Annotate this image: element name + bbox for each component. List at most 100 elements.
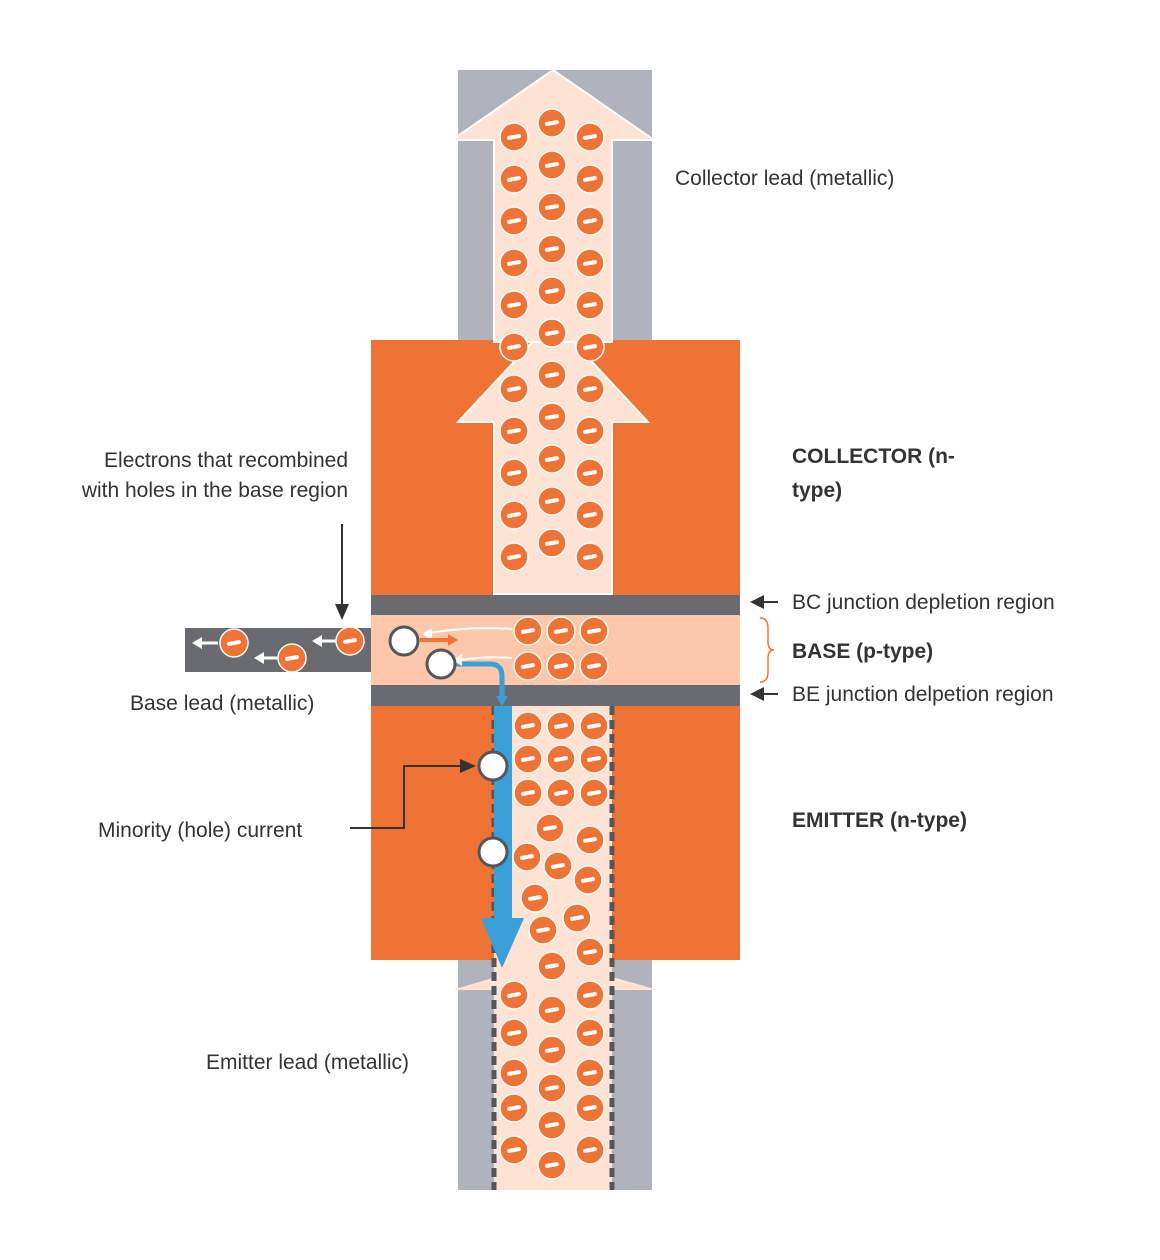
hole-circle-icon (477, 836, 509, 868)
minus-sign-icon (583, 260, 597, 266)
minus-sign-icon (570, 915, 584, 921)
minus-sign-icon (507, 386, 521, 392)
base-label: BASE (p-type) (792, 640, 933, 663)
bc-junction-label: BC junction depletion region (792, 591, 1055, 614)
minus-sign-icon (545, 1085, 559, 1091)
hole-circle-icon (477, 750, 509, 782)
collector-label-line2: type) (792, 479, 842, 502)
minus-sign-icon (507, 512, 521, 518)
minus-sign-icon (583, 134, 597, 140)
minus-sign-icon (521, 628, 535, 634)
minus-sign-icon (545, 414, 559, 420)
minus-sign-icon (507, 554, 521, 560)
base-recombination-arrows (420, 627, 513, 666)
minus-sign-icon (583, 992, 597, 998)
minus-sign-icon (583, 554, 597, 560)
minus-sign-icon (507, 302, 521, 308)
minus-sign-icon (583, 428, 597, 434)
minus-sign-icon (521, 663, 535, 669)
minority-current-label: Minority (hole) current (98, 819, 302, 842)
base-brace (759, 617, 775, 683)
minus-sign-icon (521, 790, 535, 796)
minus-sign-icon (227, 640, 241, 646)
minus-sign-icon (583, 302, 597, 308)
minus-sign-icon (545, 372, 559, 378)
minus-sign-icon (587, 790, 601, 796)
pointer-recombined (335, 524, 349, 620)
hole-circle-icon (388, 625, 420, 657)
minus-sign-icon (507, 260, 521, 266)
minus-sign-icon (545, 246, 559, 252)
hole-circle-icon (425, 648, 457, 680)
minus-sign-icon (583, 1030, 597, 1036)
minus-sign-icon (545, 456, 559, 462)
recombined-label-line1: Electrons that recombined (104, 449, 348, 472)
minus-sign-icon (554, 663, 568, 669)
base-lead-arrows (192, 635, 336, 664)
minus-sign-icon (545, 1162, 559, 1168)
bc-depletion-region (371, 595, 740, 615)
minus-sign-icon (554, 756, 568, 762)
minus-sign-icon (343, 638, 357, 644)
minus-sign-icon (583, 218, 597, 224)
minus-sign-icon (583, 386, 597, 392)
collector-label-line1: COLLECTOR (n- (792, 445, 955, 468)
minus-sign-icon (507, 992, 521, 998)
minus-sign-icon (507, 134, 521, 140)
minus-sign-icon (583, 344, 597, 350)
minus-sign-icon (587, 663, 601, 669)
minus-sign-icon (545, 162, 559, 168)
holes-layer (388, 625, 509, 868)
pointer-minority-current (350, 759, 476, 829)
minus-sign-icon (545, 498, 559, 504)
minus-sign-icon (521, 723, 535, 729)
minus-sign-icon (583, 1147, 597, 1153)
minus-sign-icon (507, 176, 521, 182)
minus-sign-icon (507, 1030, 521, 1036)
minus-sign-icon (520, 854, 534, 860)
minus-sign-icon (507, 1147, 521, 1153)
minus-sign-icon (587, 756, 601, 762)
minus-sign-icon (528, 895, 542, 901)
pointer-be-junction (750, 687, 778, 701)
electrons-layer (219, 108, 609, 1180)
minus-sign-icon (583, 837, 597, 843)
minus-sign-icon (583, 949, 597, 955)
minus-sign-icon (583, 512, 597, 518)
minus-sign-icon (521, 756, 535, 762)
minus-sign-icon (587, 723, 601, 729)
minus-sign-icon (536, 927, 550, 933)
minus-sign-icon (583, 1070, 597, 1076)
minus-sign-icon (554, 723, 568, 729)
minus-sign-icon (507, 1070, 521, 1076)
minus-sign-icon (583, 1105, 597, 1111)
minus-sign-icon (543, 825, 557, 831)
minus-sign-icon (545, 120, 559, 126)
minus-sign-icon (554, 628, 568, 634)
minus-sign-icon (545, 540, 559, 546)
minus-sign-icon (545, 330, 559, 336)
minus-sign-icon (583, 176, 597, 182)
minus-sign-icon (545, 288, 559, 294)
minus-sign-icon (545, 963, 559, 969)
minus-sign-icon (507, 218, 521, 224)
minus-sign-icon (285, 655, 299, 661)
emitter-lead-label: Emitter lead (metallic) (206, 1051, 409, 1074)
minus-sign-icon (545, 204, 559, 210)
be-depletion-region (371, 685, 740, 706)
minus-sign-icon (554, 790, 568, 796)
minus-sign-icon (507, 470, 521, 476)
be-junction-label: BE junction delpetion region (792, 683, 1054, 706)
minus-sign-icon (581, 877, 595, 883)
minus-sign-icon (507, 1105, 521, 1111)
minus-sign-icon (587, 628, 601, 634)
minus-sign-icon (583, 470, 597, 476)
collector-lead-label: Collector lead (metallic) (675, 167, 894, 190)
emitter-label: EMITTER (n-type) (792, 809, 967, 832)
minus-sign-icon (545, 1122, 559, 1128)
base-lead-label: Base lead (metallic) (130, 692, 314, 715)
minus-sign-icon (507, 344, 521, 350)
minus-sign-icon (551, 863, 565, 869)
minus-sign-icon (507, 428, 521, 434)
